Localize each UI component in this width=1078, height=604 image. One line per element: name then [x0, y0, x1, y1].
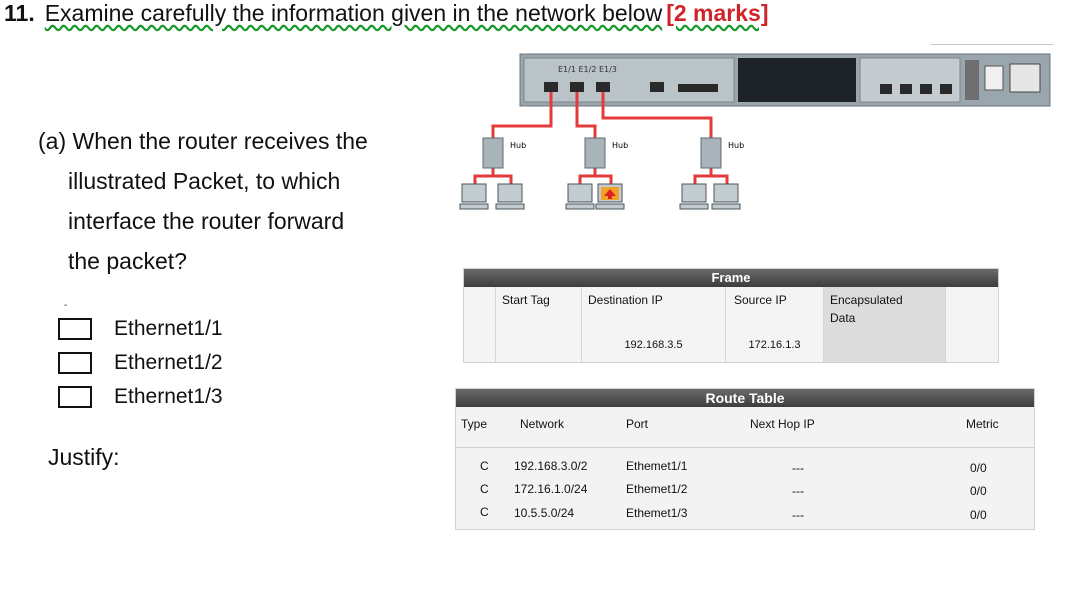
- option-ethernet1-3[interactable]: Ethernet1/3: [58, 380, 223, 414]
- hub-label: Hub: [510, 141, 526, 150]
- option-label: Ethernet1/1: [114, 317, 223, 340]
- pc-icon: [459, 183, 489, 210]
- route-network: 172.16.1.0/24: [514, 482, 588, 496]
- route-type: C: [480, 459, 489, 473]
- option-label: Ethernet1/2: [114, 351, 223, 374]
- route-type: C: [480, 482, 489, 496]
- route-metric: 0/0: [970, 508, 987, 522]
- route-next-hop: ---: [792, 508, 804, 522]
- divider: [930, 44, 1054, 45]
- frame-col-destination-ip: Destination IP 192.168.3.5: [582, 287, 726, 362]
- destination-ip-value: 192.168.3.5: [624, 339, 683, 351]
- route-network: 10.5.5.0/24: [514, 506, 575, 520]
- frame-table: Frame Start Tag Destination IP 192.168.3…: [463, 268, 999, 363]
- hub-icon: Hub: [700, 137, 744, 169]
- network-diagram: E1/1 E1/2 E1/3 Hub Hub Hub: [459, 53, 1051, 210]
- route-network: 192.168.3.0/2: [514, 459, 588, 473]
- pc-icon: [679, 183, 709, 210]
- frame-col-data: Encapsulated Data: [824, 287, 946, 362]
- source-ip-value: 172.16.1.3: [748, 339, 801, 351]
- pc-icon: [565, 183, 595, 210]
- route-port: Ethemet1/3: [626, 506, 688, 520]
- justify-label: Justify:: [48, 444, 120, 470]
- question-title-text: Examine carefully the information given …: [44, 0, 663, 26]
- route-port: Ethemet1/2: [626, 482, 688, 496]
- pc-icon: [495, 183, 525, 210]
- frame-col-source-ip: Source IP 172.16.1.3: [726, 287, 824, 362]
- option-label: Ethernet1/3: [114, 385, 223, 408]
- question-title: 11. Examine carefully the information giv…: [4, 0, 769, 27]
- frame-col-header: Destination IP: [588, 293, 663, 307]
- question-number: 11.: [4, 0, 35, 26]
- route-metric: 0/0: [970, 461, 987, 475]
- frame-cell-blank: [464, 287, 496, 362]
- checkbox[interactable]: [58, 386, 92, 408]
- frame-title: Frame: [464, 269, 998, 287]
- question-line: illustrated Packet, to which: [68, 168, 341, 194]
- route-port: Ethemet1/1: [626, 459, 688, 473]
- route-type: C: [480, 505, 489, 519]
- question-line: (a) When the router receives the: [38, 128, 368, 154]
- hub-label: Hub: [728, 141, 744, 150]
- question-line: the packet?: [68, 248, 187, 274]
- option-ethernet1-1[interactable]: Ethernet1/1: [58, 312, 223, 346]
- packet-icon: [601, 187, 619, 200]
- route-metric: 0/0: [970, 484, 987, 498]
- answer-options: Ethernet1/1 Ethernet1/2 Ethernet1/3: [58, 312, 223, 414]
- checkbox[interactable]: [58, 318, 92, 340]
- hub-icon: Hub: [482, 137, 526, 169]
- frame-cell-blank: [946, 287, 998, 362]
- port-labels: E1/1 E1/2 E1/3: [558, 65, 617, 74]
- frame-col-header: Source IP: [734, 293, 787, 307]
- hub-icon: Hub: [584, 137, 628, 169]
- pc-icon: [711, 183, 741, 210]
- stray-mark: -: [64, 300, 68, 311]
- route-col-header: Network: [520, 417, 565, 431]
- route-col-header: Type: [461, 417, 488, 431]
- route-col-header: Port: [626, 417, 649, 431]
- route-next-hop: ---: [792, 461, 804, 475]
- pc-icons: [459, 183, 741, 210]
- route-next-hop: ---: [792, 484, 804, 498]
- route-col-header: Next Hop IP: [750, 417, 815, 431]
- marks-badge: [2 marks]: [666, 0, 769, 26]
- cables: [473, 92, 729, 184]
- route-col-header: Metric: [966, 417, 999, 431]
- frame-col-header: Encapsulated Data: [830, 293, 903, 325]
- frame-col-start-tag: Start Tag: [496, 287, 582, 362]
- router-icon: E1/1 E1/2 E1/3: [519, 53, 1051, 107]
- option-ethernet1-2[interactable]: Ethernet1/2: [58, 346, 223, 380]
- route-table-title: Route Table: [456, 389, 1034, 407]
- frame-col-header: Start Tag: [502, 293, 550, 307]
- question-text: (a) When the router receives the illustr…: [38, 121, 368, 281]
- hub-label: Hub: [612, 141, 628, 150]
- route-table: Route Table Type Network Port Next Hop I…: [455, 388, 1035, 530]
- checkbox[interactable]: [58, 352, 92, 374]
- question-line: interface the router forward: [68, 208, 345, 234]
- route-header-divider: [456, 447, 1034, 448]
